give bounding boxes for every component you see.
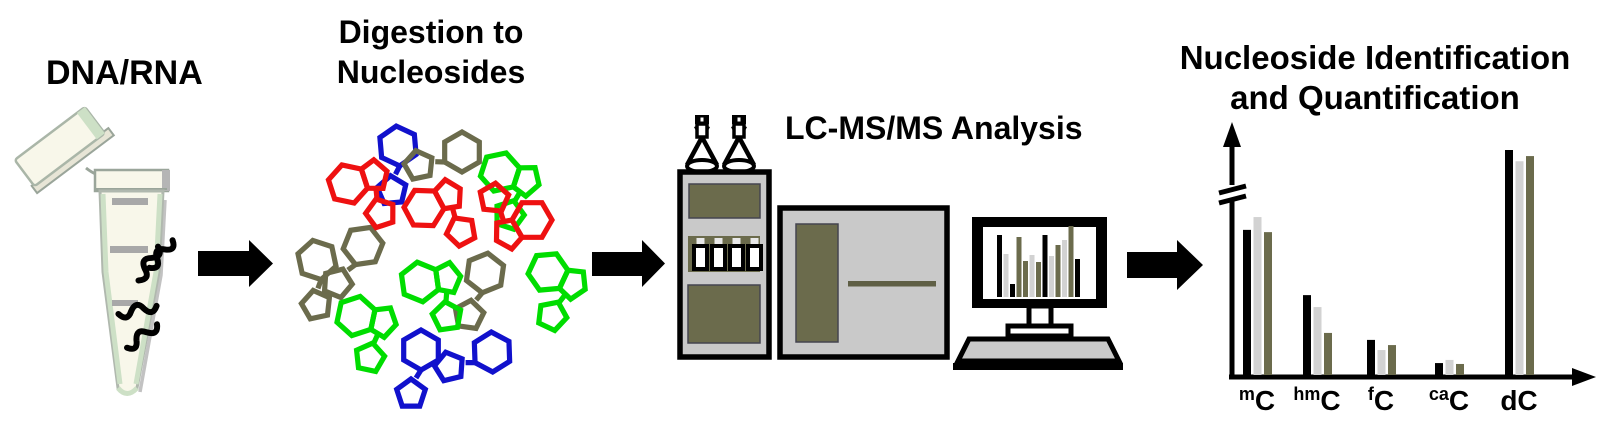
chart-bar-fC-sample-olive <box>1388 345 1396 375</box>
monitor-bar <box>1055 245 1061 297</box>
chart-bar-dC-sample-black <box>1505 150 1513 375</box>
nucleoside-blue-pyrimidine <box>393 326 441 409</box>
x-axis-arrowhead <box>1572 368 1596 386</box>
x-axis <box>1229 368 1596 386</box>
keyboard <box>953 336 1124 370</box>
tube-body <box>98 189 167 396</box>
hplc-top-panel <box>688 183 761 219</box>
erlenmeyer-flask <box>685 115 719 174</box>
x-axis-labels: mC hmC fC caC dC <box>1239 384 1538 416</box>
ms-slot <box>848 281 936 287</box>
nucleoside-blue-pyrimidine <box>431 329 513 384</box>
chart-bars <box>1243 150 1534 375</box>
x-axis-label-caC: caC <box>1429 384 1469 416</box>
monitor-bar <box>1042 235 1048 297</box>
erlenmeyer-flask <box>722 115 756 174</box>
monitor-bar <box>1029 255 1035 297</box>
nucleoside-red-purine <box>401 176 478 250</box>
step1-title: DNA/RNA <box>46 54 203 92</box>
lcms-equipment <box>677 115 1124 370</box>
microcentrifuge-tube-illustration <box>14 106 177 396</box>
y-axis <box>1218 122 1247 377</box>
hplc-bottom-panel <box>687 284 761 344</box>
chart-bar-fC-sample-gray <box>1377 350 1386 375</box>
chart-bar-hmC-sample-black <box>1303 295 1311 375</box>
sample-vial <box>710 238 727 271</box>
flow-arrow-2 <box>592 240 665 287</box>
step2-title-line1: Digestion to <box>338 14 524 50</box>
nucleoside-scatter <box>295 123 588 409</box>
nucleoside-red-purine <box>325 156 396 231</box>
monitor-bar <box>1016 237 1022 297</box>
monitor-chart-bars <box>997 226 1080 297</box>
chart-bar-mC-sample-gray <box>1253 217 1262 375</box>
nucleoside-olive-pyrimidine <box>321 224 386 301</box>
solvent-flasks <box>685 115 756 174</box>
monitor-bar <box>1003 254 1009 297</box>
chart-bar-caC-sample-black <box>1435 363 1443 375</box>
flow-arrow-3 <box>1127 240 1203 290</box>
chart-bar-hmC-sample-olive <box>1324 332 1332 375</box>
axis-break <box>1218 183 1247 206</box>
tube-lid <box>14 106 116 195</box>
monitor-bar <box>1036 262 1041 297</box>
step4-title-line2: and Quantification <box>1230 79 1520 116</box>
computer-monitor <box>972 217 1107 339</box>
sample-vial <box>746 238 763 271</box>
chart-bar-mC-sample-black <box>1243 229 1251 375</box>
monitor-bar <box>1062 240 1067 297</box>
monitor-bar <box>1049 256 1054 297</box>
x-axis-label-mC: mC <box>1239 384 1275 416</box>
sample-vials <box>692 238 763 271</box>
step3-title: LC-MS/MS Analysis <box>785 110 1083 146</box>
x-axis-label-fC: fC <box>1368 384 1394 416</box>
step2-title: Digestion to Nucleosides <box>306 12 556 92</box>
monitor-bar <box>1068 226 1074 297</box>
hplc-tower <box>677 169 772 360</box>
step2-title-line2: Nucleosides <box>336 54 526 90</box>
chart-bar-fC-sample-black <box>1367 339 1375 375</box>
monitor-bar <box>1075 259 1080 297</box>
monitor-bar <box>1010 284 1015 297</box>
ms-door-panel <box>795 223 839 343</box>
result-chart: mC hmC fC caC dC <box>1218 122 1596 416</box>
x-axis-label-dC: dC <box>1500 385 1537 416</box>
chart-bar-dC-sample-gray <box>1515 161 1524 375</box>
ms-instrument <box>777 205 950 360</box>
tube-rim <box>93 168 170 193</box>
dna-strands <box>115 237 177 352</box>
chart-bar-caC-sample-olive <box>1456 363 1464 375</box>
nucleoside-green-purine <box>477 150 542 233</box>
flow-arrow-1 <box>198 240 273 287</box>
chart-bar-hmC-sample-gray <box>1313 307 1322 375</box>
sample-vial <box>728 238 745 271</box>
chart-bar-dC-sample-olive <box>1526 156 1534 375</box>
nucleoside-olive-pyrimidine <box>295 237 339 322</box>
sample-vial <box>692 238 709 271</box>
y-axis-arrowhead <box>1223 122 1241 147</box>
monitor-bar <box>1023 261 1028 297</box>
monitor-stand-base <box>1005 323 1074 339</box>
monitor-stand-neck <box>1026 303 1054 329</box>
step4-title-line1: Nucleoside Identification <box>1179 39 1571 76</box>
chart-bar-caC-sample-gray <box>1445 359 1454 375</box>
nucleoside-green-purine <box>398 259 464 333</box>
nucleoside-red-purine <box>477 180 555 253</box>
monitor-bar <box>997 235 1002 297</box>
chart-bar-mC-sample-olive <box>1264 232 1272 375</box>
nucleoside-green-purine <box>334 293 400 375</box>
nucleoside-olive-pyrimidine <box>400 129 482 182</box>
tube-graduation-marks <box>110 198 148 306</box>
nucleoside-green-purine <box>525 251 588 334</box>
x-axis-label-hmC: hmC <box>1293 384 1340 416</box>
